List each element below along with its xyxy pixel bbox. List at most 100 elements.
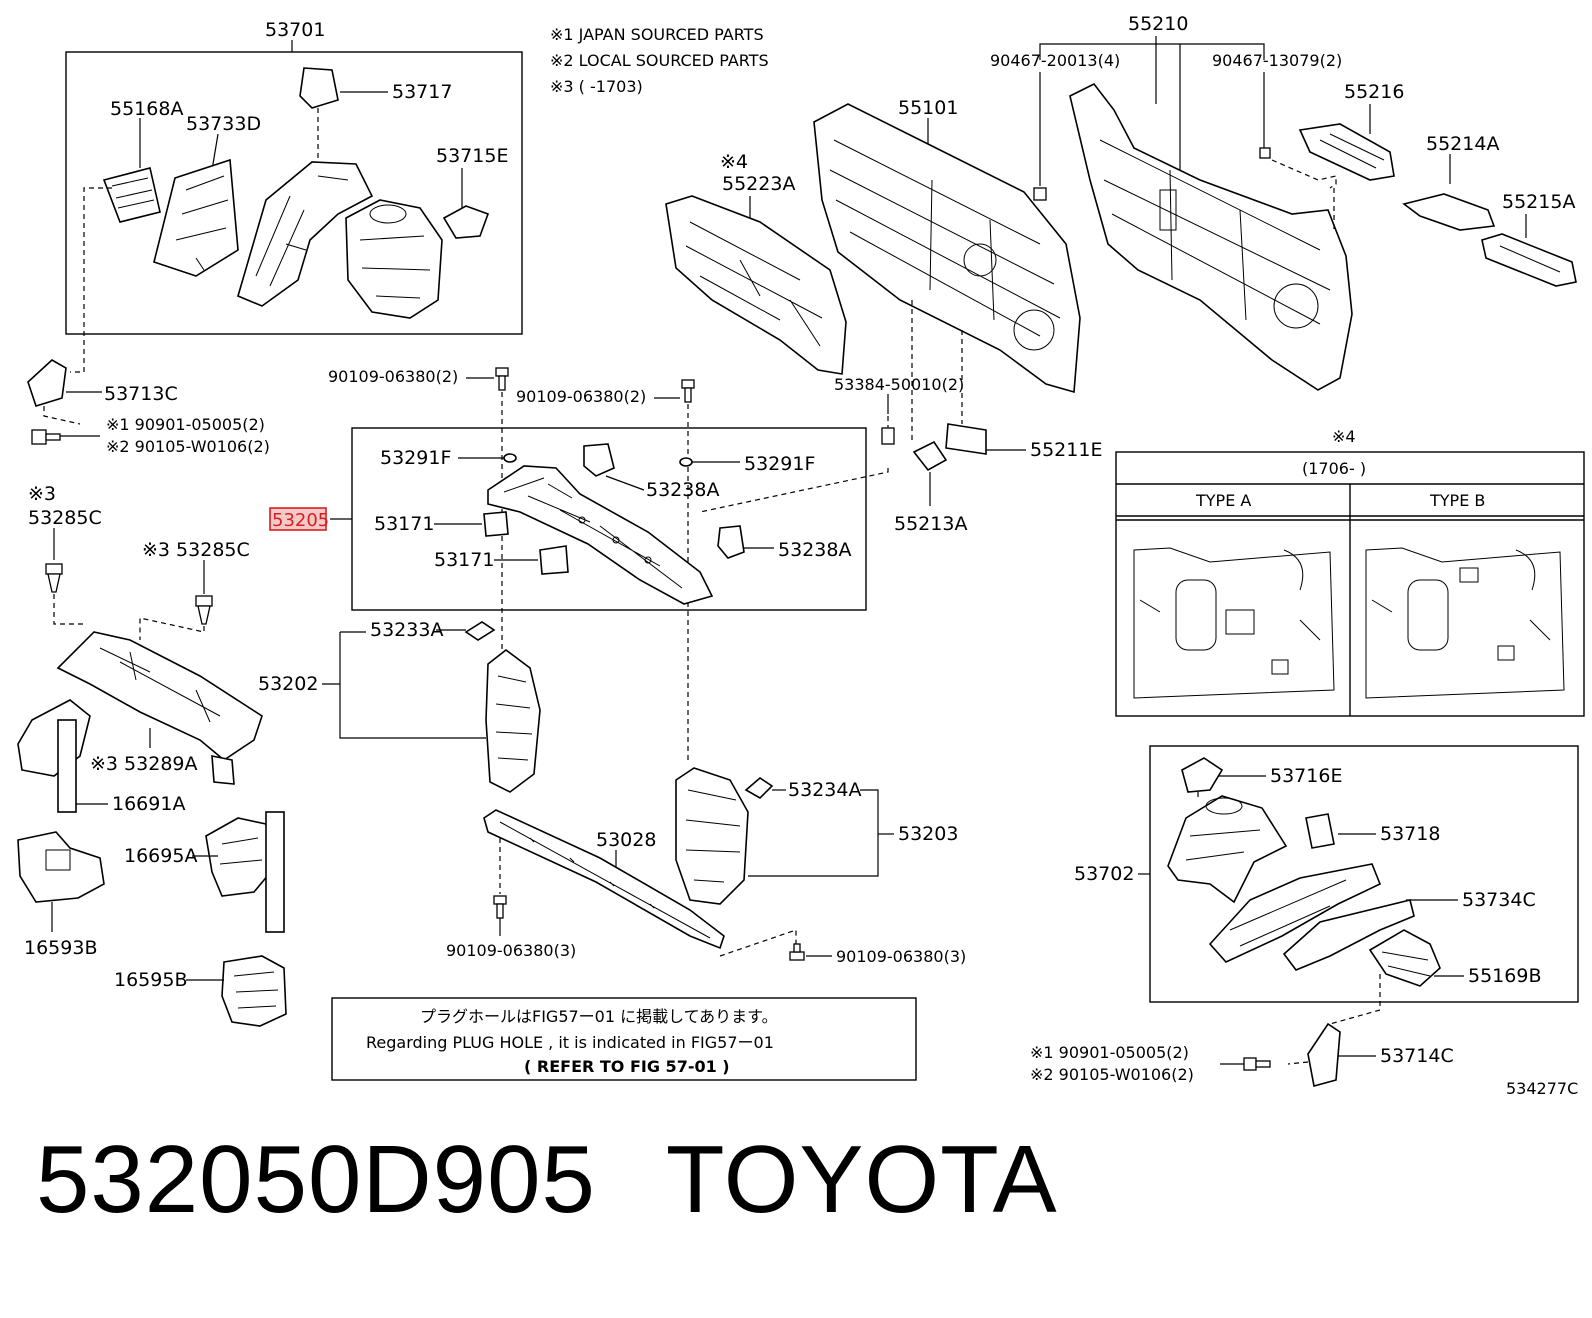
label-53028: 53028	[596, 829, 656, 851]
label-55169B: 55169B	[1468, 965, 1541, 987]
part-55214A	[1402, 193, 1496, 231]
clip-icon-53285C-right	[195, 595, 213, 625]
part-suspension-tower	[345, 199, 443, 319]
part-53291F-left	[503, 453, 517, 463]
label-bolt-90901-right: ※1 90901-05005(2)	[1030, 1043, 1189, 1062]
label-bolt-90901-left: ※1 90901-05005(2)	[106, 415, 265, 434]
bolt-icon-90109-d	[789, 943, 805, 961]
label-55213A: 55213A	[894, 513, 967, 535]
part-55210-insulator	[1069, 82, 1353, 391]
part-55169B	[1368, 929, 1441, 987]
table-col-type-b: TYPE B	[1429, 491, 1485, 510]
bolt-icon-90109-c	[493, 895, 507, 919]
variant-type-b-panel	[1365, 547, 1565, 699]
caption-brand: TOYOTA	[665, 1126, 1058, 1233]
label-53717: 53717	[392, 81, 452, 103]
table-mark: ※4	[1332, 427, 1356, 446]
part-16695A	[205, 811, 285, 933]
label-bolt-90105-right: ※2 90105-W0106(2)	[1030, 1065, 1194, 1084]
label-53715E: 53715E	[436, 145, 508, 167]
label-90467-20013: 90467-20013(4)	[990, 51, 1120, 70]
part-53734C	[1208, 863, 1382, 963]
clip-icon-53285C-left	[45, 563, 63, 593]
label-53718: 53718	[1380, 823, 1440, 845]
figure-id: 534277C	[1506, 1079, 1578, 1098]
part-53289A	[56, 631, 263, 785]
label-53205-highlighted: 53205	[272, 510, 329, 531]
label-53291F-left: 53291F	[380, 447, 451, 469]
caption-part-number: 532050D905	[36, 1126, 596, 1233]
part-55211E	[945, 423, 987, 455]
label-53384: 53384-50010(2)	[834, 375, 964, 394]
note-range-1703: ※3 ( -1703)	[550, 77, 643, 96]
bolt-icon-right	[1243, 1057, 1271, 1071]
label-16691A: 16691A	[112, 793, 185, 815]
part-16691A	[17, 699, 91, 813]
part-53384-clip	[881, 427, 895, 445]
table-range: (1706- )	[1302, 459, 1366, 478]
part-53171-b	[539, 545, 569, 575]
label-53285C-left: 53285C	[28, 507, 102, 529]
notice-reference: ( REFER TO FIG 57-01 )	[524, 1057, 730, 1076]
label-53238A-bottom: 53238A	[778, 539, 851, 561]
part-16595B	[221, 955, 287, 1027]
label-90467-13079: 90467-13079(2)	[1212, 51, 1342, 70]
label-53202: 53202	[258, 673, 318, 695]
part-53715E	[442, 205, 490, 239]
label-53733D: 53733D	[186, 113, 261, 135]
label-53171-a: 53171	[374, 513, 434, 535]
label-53285C-right: ※3 53285C	[142, 539, 250, 561]
clip-icon-90467-13079	[1259, 147, 1271, 159]
part-53718	[1305, 813, 1335, 849]
part-apron-53701	[237, 161, 374, 307]
part-53238A-top	[583, 443, 615, 477]
label-53291F-right: 53291F	[744, 453, 815, 475]
label-53702: 53702	[1074, 863, 1134, 885]
plug-hole-notice-box	[331, 997, 917, 1081]
part-53233A	[464, 621, 496, 641]
part-53716E	[1181, 757, 1224, 793]
table-col-type-a: TYPE A	[1195, 491, 1251, 510]
label-55216: 55216	[1344, 81, 1404, 103]
highlight-53205	[269, 507, 327, 531]
note-local-sourced: ※2 LOCAL SOURCED PARTS	[550, 51, 769, 70]
bolt-icon-left	[31, 429, 61, 445]
label-55210: 55210	[1128, 13, 1188, 35]
part-53203	[675, 767, 749, 905]
label-53285C-mark: ※3	[28, 483, 56, 505]
label-55168A: 55168A	[110, 98, 183, 120]
label-53713C: 53713C	[104, 383, 178, 405]
label-55223A: 55223A	[722, 173, 795, 195]
part-55101-dash-panel	[813, 103, 1081, 394]
part-55216	[1298, 123, 1395, 181]
label-53714C: 53714C	[1380, 1045, 1454, 1067]
label-90109-c: 90109-06380(3)	[446, 941, 576, 960]
part-53234A	[744, 776, 774, 799]
notice-japanese: プラグホールはFIG57ー01 に掲載してあります。	[420, 1007, 778, 1026]
part-53291F-right	[679, 457, 693, 467]
part-53171-a	[483, 511, 509, 537]
label-53238A-top: 53238A	[646, 479, 719, 501]
part-53205-cowl-panel	[487, 465, 714, 605]
clip-icon-90467-20013	[1033, 187, 1047, 201]
part-55168A	[102, 167, 161, 223]
label-16695A: 16695A	[124, 845, 197, 867]
part-53717	[299, 67, 339, 109]
part-55223A-silencer	[665, 195, 847, 375]
label-55223A-mark: ※4	[720, 151, 748, 173]
label-90109-b: 90109-06380(2)	[516, 387, 646, 406]
label-53734C: 53734C	[1462, 889, 1536, 911]
label-55101: 55101	[898, 97, 958, 119]
label-53701: 53701	[265, 19, 325, 41]
part-55213A	[912, 440, 948, 472]
label-55215A: 55215A	[1502, 191, 1575, 213]
part-53702-tower	[1167, 795, 1288, 904]
note-japan-sourced: ※1 JAPAN SOURCED PARTS	[550, 25, 764, 44]
label-53203: 53203	[898, 823, 958, 845]
part-53734C-rail	[1282, 899, 1415, 971]
part-55215A	[1481, 233, 1577, 287]
label-90109-d: 90109-06380(3)	[836, 947, 966, 966]
label-53233A: 53233A	[370, 619, 443, 641]
